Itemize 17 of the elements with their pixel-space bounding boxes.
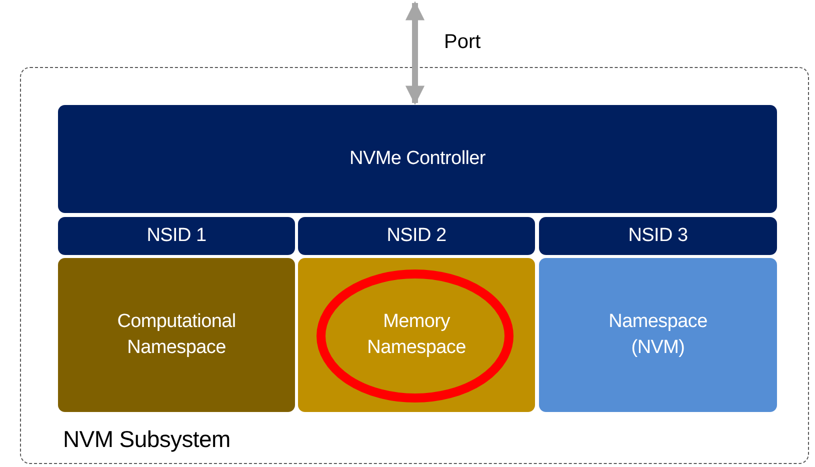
node-label: NSID 2 [386, 224, 446, 248]
node-label: Computational Namespace [116, 310, 237, 360]
node-label: NSID 1 [146, 224, 206, 248]
namespace-box [539, 258, 777, 412]
node-label: Memory Namespace [366, 310, 467, 360]
double-arrow [405, 1, 425, 105]
controller-box [58, 105, 777, 213]
namespace-box [58, 258, 295, 412]
subsystem-label: NVM Subsystem [63, 425, 230, 454]
node-label: NSID 3 [628, 224, 688, 248]
subsystem-boundary [20, 67, 809, 464]
node-label: NVMe Controller [350, 147, 486, 172]
nsid-box [298, 217, 535, 255]
nsid-box [539, 217, 777, 255]
nsid-box [58, 217, 295, 255]
edge-label: Port [444, 31, 481, 54]
node-label: Namespace (NVM) [608, 310, 708, 360]
